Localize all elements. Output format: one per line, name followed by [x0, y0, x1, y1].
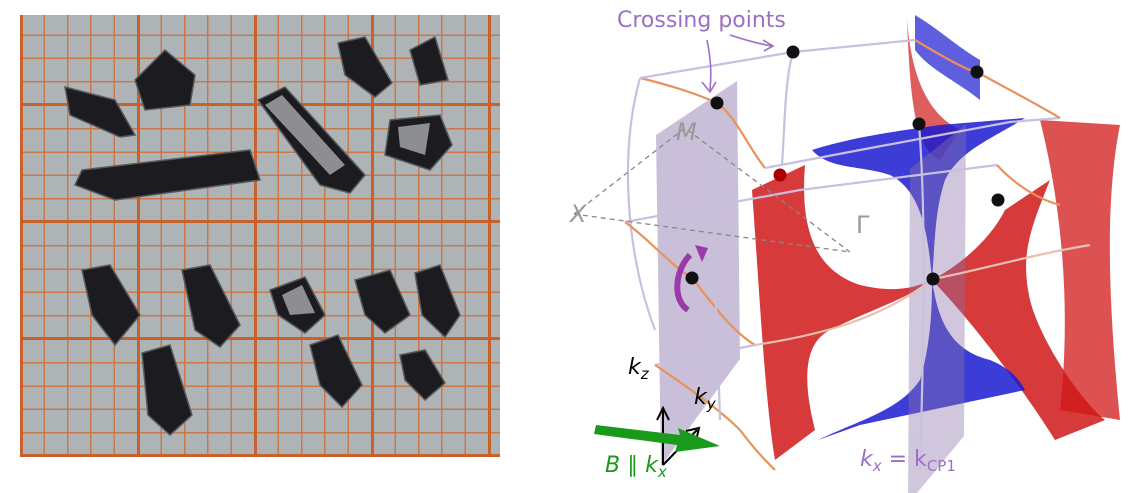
label-X: X — [568, 200, 587, 228]
label-ky: ky — [694, 385, 717, 413]
crystal — [409, 35, 449, 86]
crystal — [354, 269, 411, 334]
label-M: M — [676, 118, 697, 146]
crossing-point — [786, 45, 800, 59]
high-symmetry-path — [573, 127, 851, 253]
crystal — [73, 149, 261, 201]
field-label: B ∥ kx — [605, 453, 667, 481]
crystal — [309, 334, 363, 409]
plane-label: kx = kCP1 — [860, 447, 956, 475]
label-kz: kz — [628, 355, 650, 383]
slice-plane-kcp1 — [908, 124, 966, 493]
crystal — [414, 264, 461, 339]
crystals — [64, 35, 461, 437]
crystal — [141, 344, 193, 437]
crystal — [134, 48, 196, 111]
crossing-point — [926, 272, 940, 286]
crystal — [64, 85, 137, 138]
crystal-photo — [20, 15, 500, 457]
crossing-point — [710, 96, 724, 110]
crystal — [337, 36, 393, 98]
fermi-surface-diagram: Crossing points M X Γ kz ky B ∥ kx kx = … — [568, 8, 1120, 493]
crystal — [181, 264, 241, 348]
magnetic-field-arrow — [594, 425, 720, 452]
crossing-point — [685, 271, 699, 285]
crystal — [399, 349, 446, 402]
crystal — [81, 264, 141, 347]
crossing-points-arrow — [701, 34, 775, 94]
crossing-point — [970, 65, 984, 79]
crossing-points-label: Crossing points — [617, 8, 786, 33]
crossing-point — [991, 193, 1005, 207]
crossing-point-hidden — [773, 168, 787, 182]
label-Gamma: Γ — [856, 211, 870, 239]
crossing-point — [912, 117, 926, 131]
cyclotron-orbit — [674, 252, 693, 313]
crossing-point-markers — [685, 45, 1005, 286]
orbit-arrow-icon — [695, 245, 708, 262]
blue-fermi-surface — [812, 15, 1025, 440]
